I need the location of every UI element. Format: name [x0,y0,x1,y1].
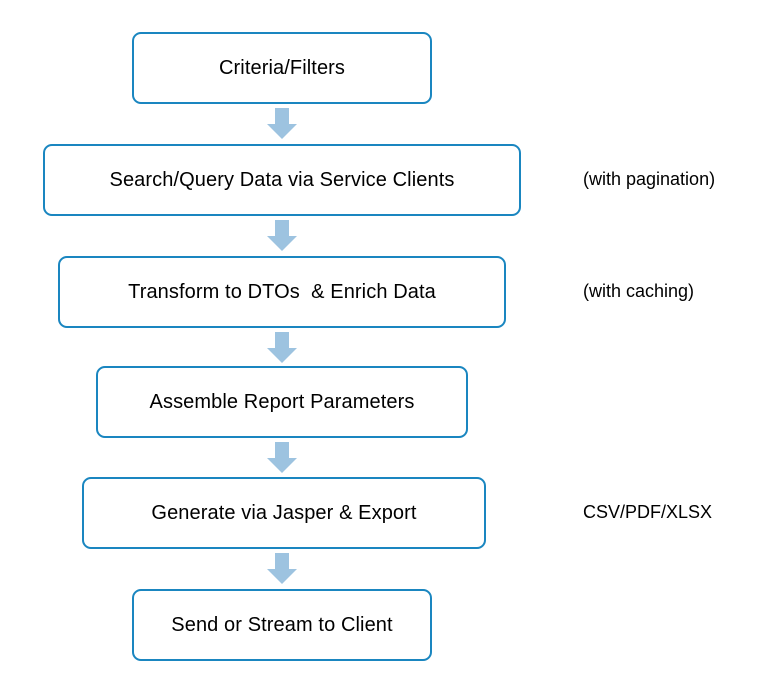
node-label: Send or Stream to Client [171,614,393,636]
arrow-down-4 [266,442,298,474]
annotation-with-caching: (with caching) [583,281,695,301]
node-label: Assemble Report Parameters [149,391,415,413]
arrow-down-1 [266,108,298,140]
node-assemble-report-parameters[interactable]: Assemble Report Parameters [96,366,468,438]
node-transform-dtos[interactable]: Transform to DTOs & Enrich Data [58,256,506,328]
arrow-down-3 [266,332,298,364]
node-search-query-data[interactable]: Search/Query Data via Service Clients [43,144,521,216]
node-generate-jasper-export[interactable]: Generate via Jasper & Export [82,477,486,549]
node-label: Criteria/Filters [218,57,346,79]
node-label: Search/Query Data via Service Clients [109,169,455,191]
node-criteria-filters[interactable]: Criteria/Filters [132,32,432,104]
annotation-with-pagination: (with pagination) [583,169,716,189]
annotation-export-formats: CSV/PDF/XLSX [583,502,713,522]
node-label: Transform to DTOs & Enrich Data [128,281,436,303]
node-send-stream-client[interactable]: Send or Stream to Client [132,589,432,661]
node-label: Generate via Jasper & Export [151,502,417,524]
arrow-down-5 [266,553,298,585]
arrow-down-2 [266,220,298,252]
